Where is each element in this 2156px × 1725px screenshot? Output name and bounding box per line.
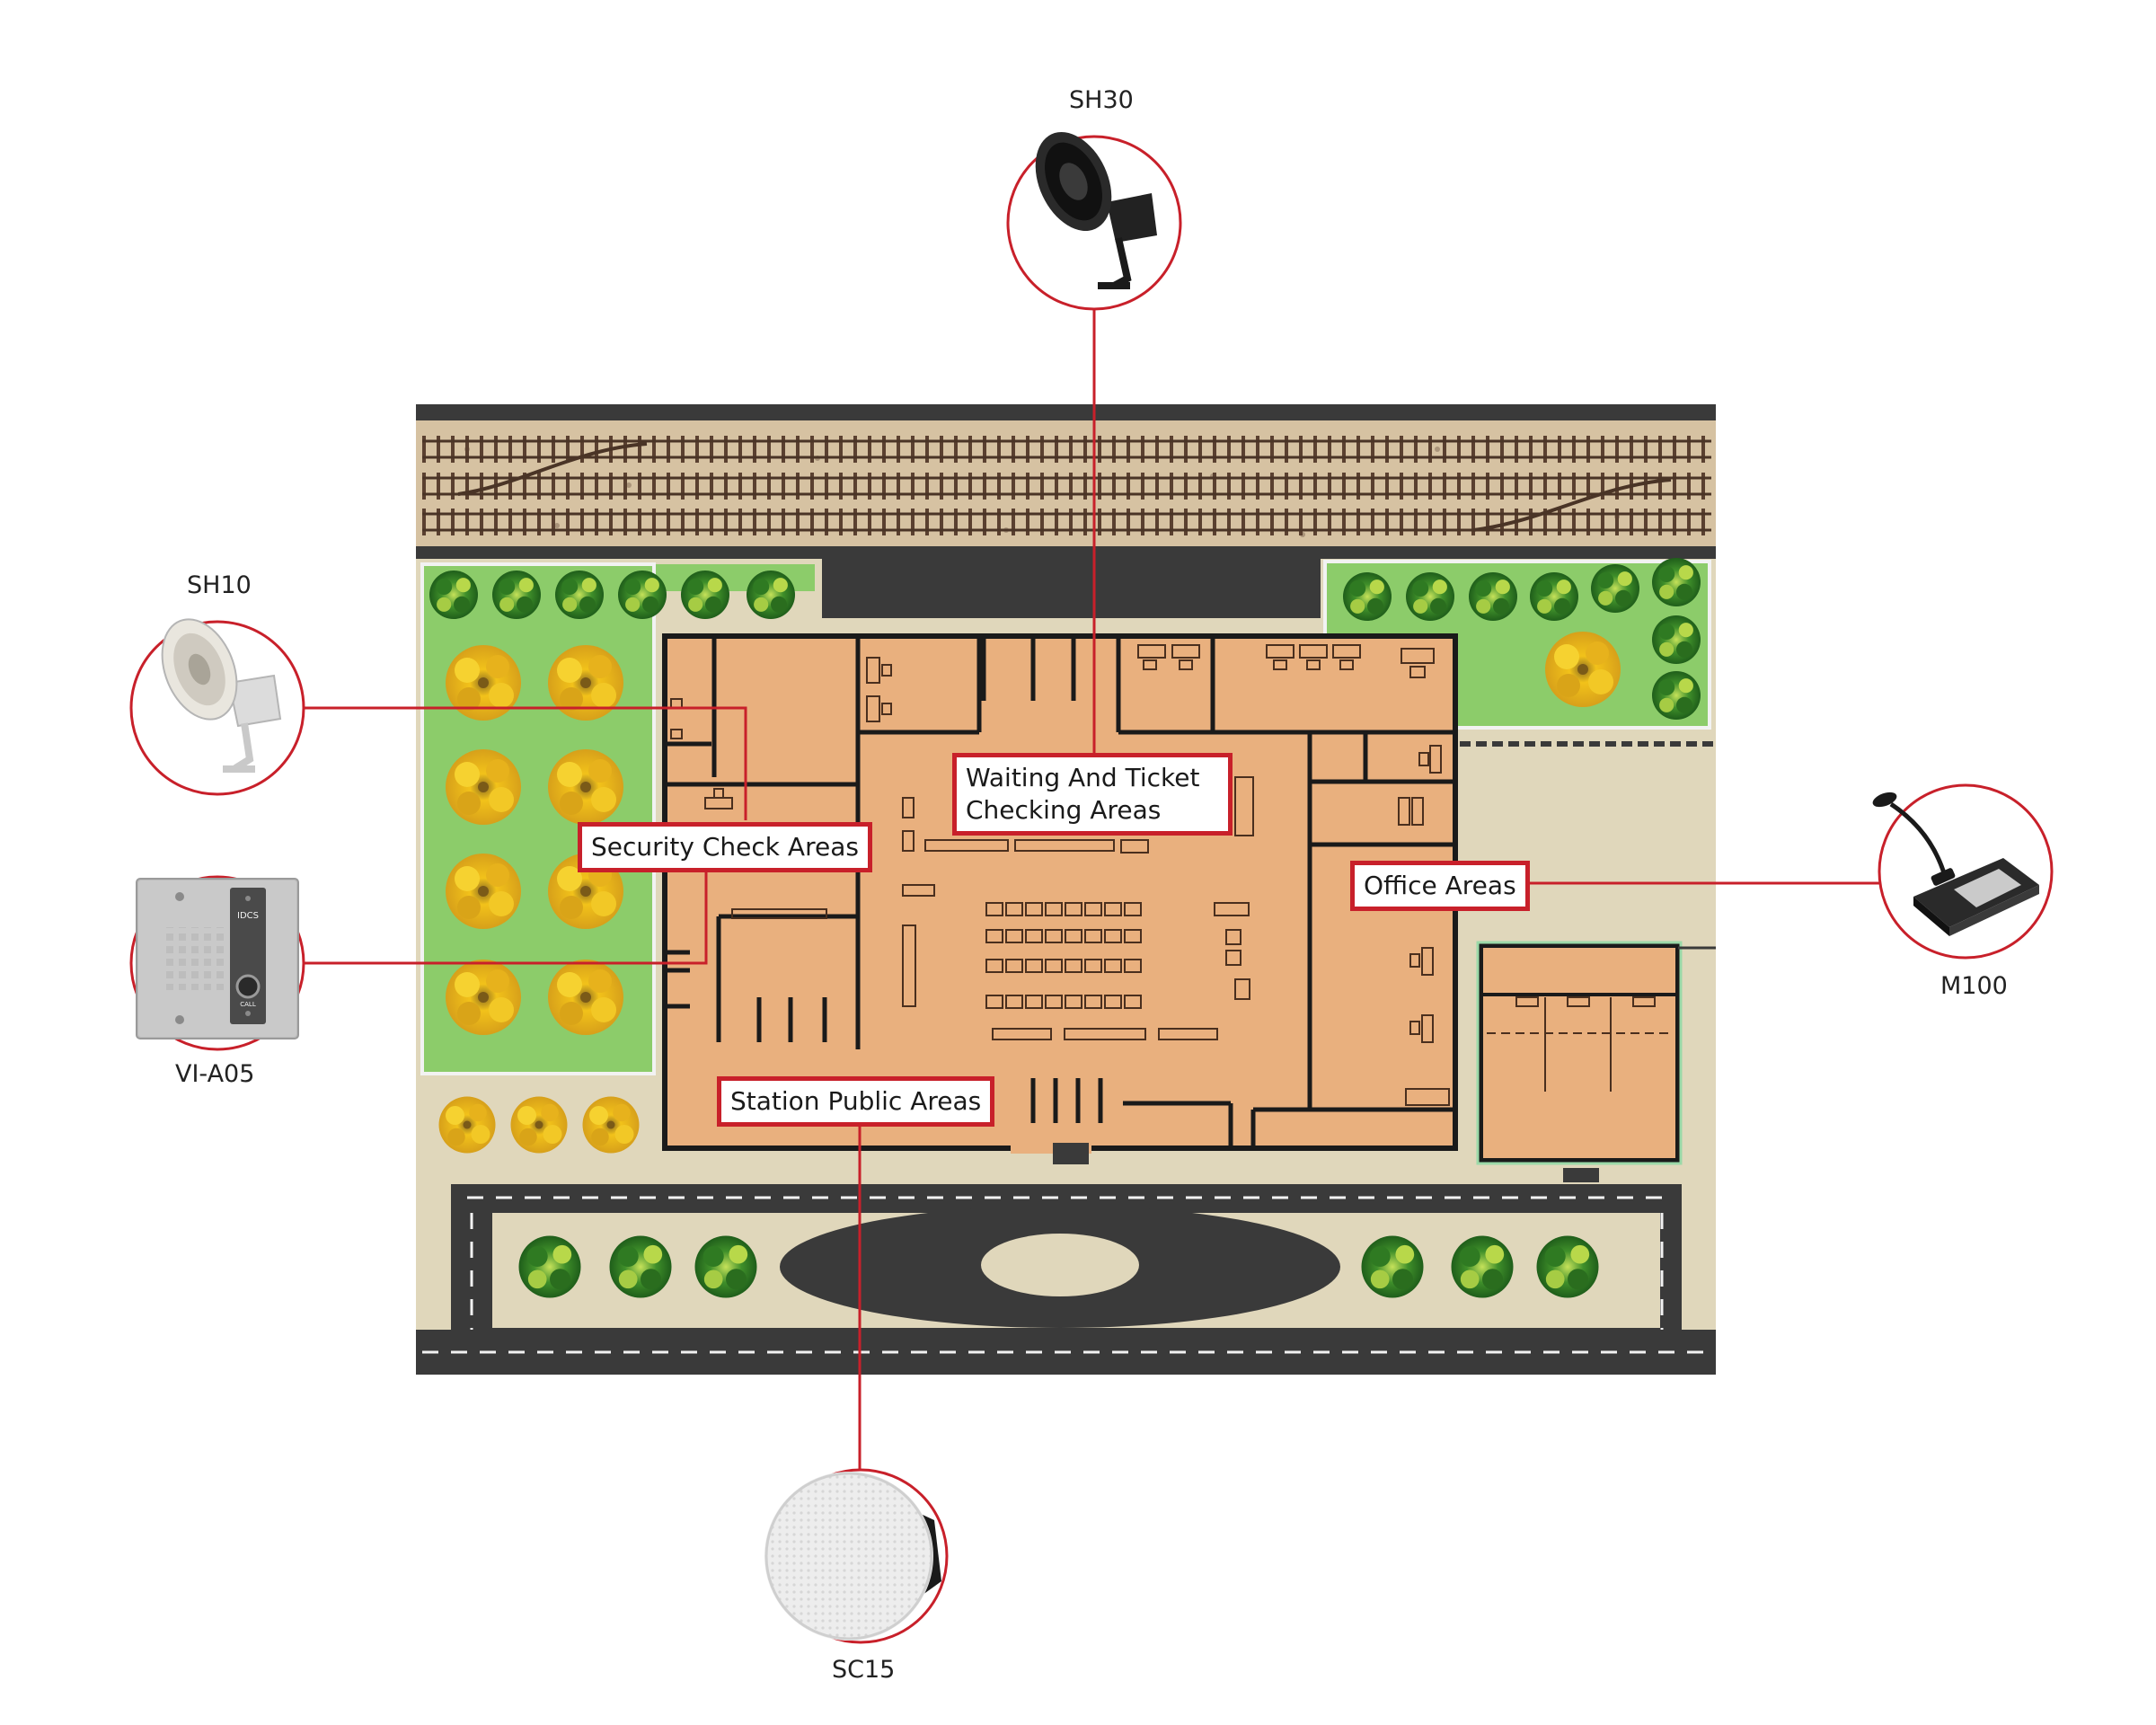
via05-product: IDCS CALL — [129, 875, 305, 1051]
sh30-product — [1006, 132, 1182, 311]
rail-track — [422, 436, 1711, 463]
sh30-label: SH30 — [1069, 86, 1134, 114]
connector-lines — [304, 310, 1879, 1473]
paging-microphone-console-icon — [1872, 792, 2039, 936]
connector-via05 — [304, 864, 708, 965]
waiting-area-label: Waiting And Ticket Checking Areas — [952, 753, 1233, 836]
m100-frame — [1878, 783, 2054, 960]
rail-switch — [1472, 478, 1672, 532]
ceiling-speaker-icon — [764, 1472, 941, 1641]
intercom-brand: IDCS — [237, 911, 259, 921]
sc15-product — [764, 1468, 949, 1644]
sh10-label: SH10 — [187, 571, 252, 599]
white-horn-speaker-icon — [161, 618, 282, 773]
security-area-label: Security Check Areas — [578, 822, 872, 872]
public-area-label: Station Public Areas — [717, 1076, 995, 1127]
connector-sh10 — [304, 706, 747, 820]
road-loop — [416, 1184, 1716, 1375]
rail-track — [422, 473, 1711, 500]
m100-label: M100 — [1940, 972, 2008, 1000]
sh10-product — [129, 618, 305, 796]
rail-switch — [457, 442, 648, 496]
intercom-panel-icon: IDCS CALL — [136, 878, 299, 1039]
annex-building — [1476, 941, 1716, 1182]
railway — [416, 404, 1716, 559]
rail-track — [422, 509, 1711, 535]
intercom-call-label: CALL — [240, 1001, 256, 1008]
waiting-area-label-line2: Checking Areas — [966, 795, 1162, 825]
via05-label: VI-A05 — [175, 1060, 255, 1088]
black-horn-speaker-icon — [1035, 132, 1157, 289]
waiting-area-label-line1: Waiting And Ticket — [966, 763, 1200, 792]
office-area-label: Office Areas — [1350, 861, 1530, 911]
m100-product — [1872, 783, 2054, 960]
platform-lane — [822, 559, 1321, 618]
sc15-label: SC15 — [832, 1656, 896, 1684]
